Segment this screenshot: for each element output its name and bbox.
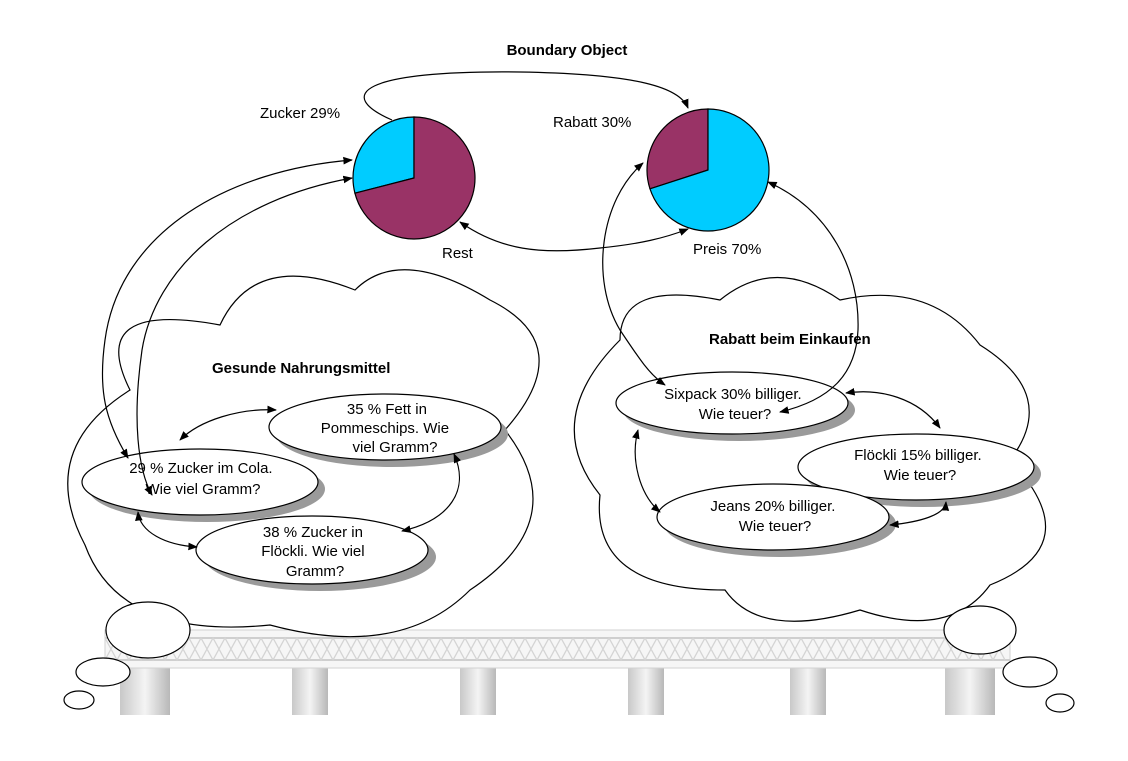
arrow-sixpack-jeans: [632, 429, 661, 513]
pie-slice-zucker: [352, 116, 415, 194]
arrow-rest-preis: [459, 221, 689, 252]
pie-chart-sugar: [352, 116, 476, 240]
thought-bubble-small: [105, 601, 191, 659]
thought-bubble-small: [75, 657, 131, 687]
pie-label-zucker: Zucker 29%: [260, 105, 340, 122]
bubble-floeckli-rabatt: Flöckli 15% billiger. Wie teuer?: [797, 433, 1041, 507]
pie-slice-preis: [649, 108, 770, 232]
pie-label-rabatt: Rabatt 30%: [553, 114, 631, 131]
pie-label-preis: Preis 70%: [693, 241, 761, 258]
diagram-title: Boundary Object: [507, 42, 628, 59]
thought-bubble-small: [943, 605, 1017, 655]
svg-text:Jeans 20% billiger. Wie: Jeans 20% billiger. Wie teuer?: [710, 498, 839, 535]
svg-text:38 % Zucker in Flöckli.: 38 % Zucker in Flöckli. Wie viel Gramm?: [261, 524, 369, 580]
thought-bubble-small: [1045, 693, 1075, 713]
connection-arrows: [101, 71, 950, 551]
pie-slice-rest: [354, 116, 476, 240]
arrow-cola-floeckli: [135, 511, 198, 551]
bridge-pillar: [628, 665, 664, 715]
bubble-jeans: Jeans 20% billiger. Wie teuer?: [656, 483, 896, 557]
bridge-pillar: [292, 665, 328, 715]
bubble-floeckli-zucker: 38 % Zucker in Flöckli. Wie viel Gramm?: [195, 515, 436, 591]
arrow-preis-sixpack-right: [767, 181, 859, 414]
arrow-cola-pommes: [179, 405, 277, 441]
bridge-pillar: [790, 665, 826, 715]
bridge: [104, 629, 1011, 715]
left-cloud-title: Gesunde Nahrungsmittel: [212, 360, 390, 377]
thought-bubble-small: [63, 690, 95, 710]
arrow-sixpack-floeckli: [845, 387, 941, 429]
pie-chart-discount: [646, 108, 770, 232]
pie-label-rest: Rest: [442, 245, 474, 262]
bridge-pillar: [460, 665, 496, 715]
bridge-pillar: [945, 665, 995, 715]
thought-bubble-small: [1002, 656, 1058, 688]
arrow-top-arc: [363, 71, 689, 121]
svg-text:Flöckli 15% billiger. Wi: Flöckli 15% billiger. Wie teuer?: [854, 447, 986, 484]
arrow-zucker-cola-inner: [136, 175, 353, 496]
arrow-pommes-floeckli: [401, 453, 462, 533]
bridge-deck: [104, 629, 1011, 669]
bridge-truss: [104, 636, 1006, 662]
arrow-rabatt-sixpack-left: [602, 162, 666, 386]
right-cloud-title: Rabatt beim Einkaufen: [709, 331, 871, 348]
arrow-floeckli-jeans: [889, 501, 950, 528]
